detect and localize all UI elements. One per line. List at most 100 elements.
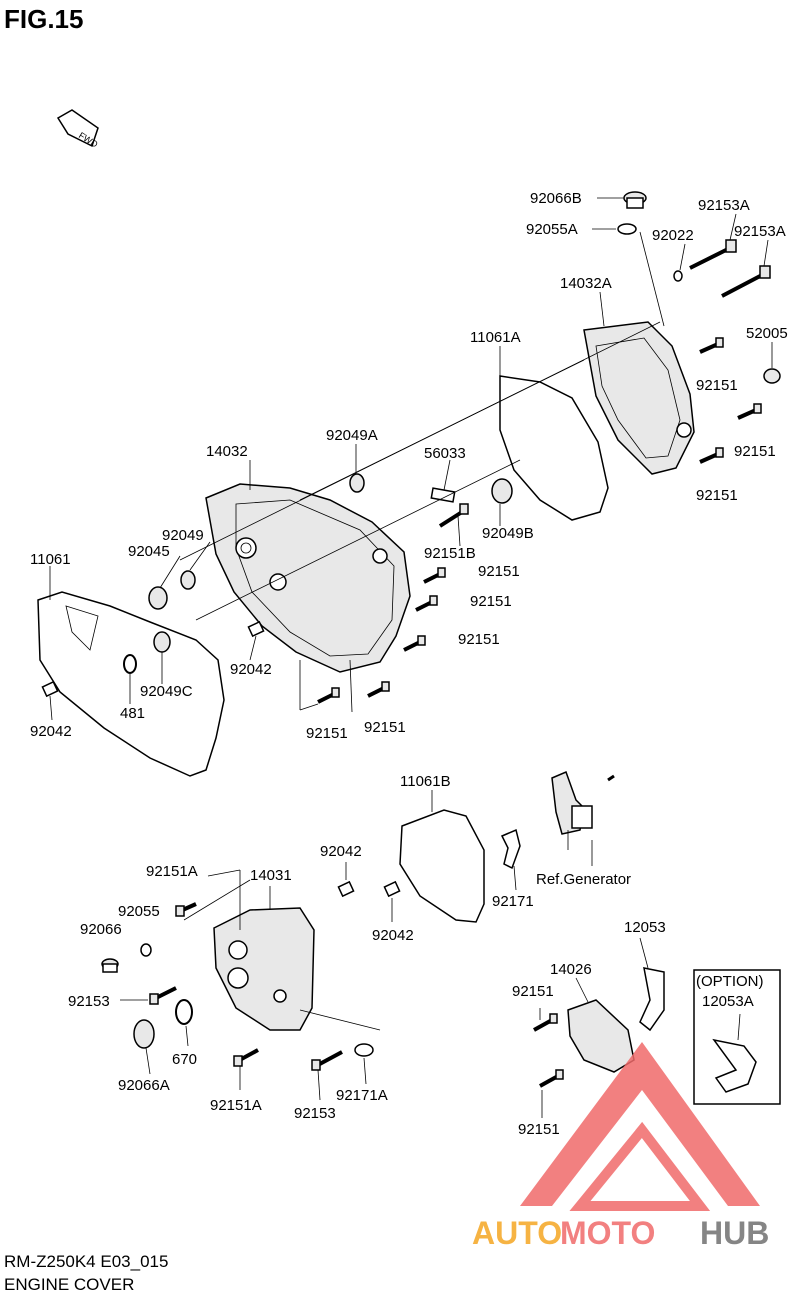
cap-92066A [133,1019,155,1049]
label-92151-b: 92151 [734,443,776,460]
dowel-92042-d [383,880,401,898]
label-14032A: 14032A [560,275,612,292]
label-52005: 52005 [746,325,788,342]
watermark-text-auto: AUTO [472,1215,562,1251]
part-12053 [639,967,665,1032]
washer-92022 [673,270,683,282]
bearing-92045 [148,586,168,610]
bolt-92151-m3 [403,635,426,652]
label-ref-generator: Ref.Generator [536,871,631,888]
label-92153A-1: 92153A [698,197,750,214]
label-92049C: 92049C [140,683,193,700]
seal-92049 [180,570,196,590]
label-92049B: 92049B [482,525,534,542]
label-92055A: 92055A [526,221,578,238]
dowel-92042-b [41,680,59,698]
label-92151B: 92151B [424,545,476,562]
bolt-92153-1 [149,986,177,1005]
bolt-92153A-2 [721,265,771,298]
cover-14032A [583,321,695,475]
label-option: (OPTION) [696,973,764,990]
bolt-92151-ur1 [699,337,724,354]
label-92042-c: 92042 [320,843,362,860]
label-670: 670 [172,1051,197,1068]
watermark-logo: AUTO MOTO HUB [472,1042,769,1251]
label-92049A: 92049A [326,427,378,444]
label-14032: 14032 [206,443,248,460]
plug-92066B [623,191,647,209]
label-92066: 92066 [80,921,122,938]
oring-92055A [617,223,637,235]
figure-code: RM-Z250K4 E03_015 [4,1252,169,1271]
bolt-92151-l1 [533,1013,558,1032]
label-92171: 92171 [492,893,534,910]
fwd-arrow-icon: FWD [56,109,100,150]
label-11061B: 11061B [400,773,451,790]
label-481: 481 [120,705,145,722]
dowel-92042-c [337,880,355,898]
ring-481 [123,654,137,674]
bolt-92151A-2 [233,1048,259,1067]
label-92042-b: 92042 [30,723,72,740]
label-92066A: 92066A [118,1077,170,1094]
label-92151-e: 92151 [470,593,512,610]
figure-title: FIG.15 [4,4,84,34]
plate-92171A [354,1043,374,1057]
bolt-92151-l2 [539,1069,564,1088]
label-92153-2: 92153 [294,1105,336,1122]
watermark-text-hub: HUB [700,1215,769,1251]
label-92151-j: 92151 [518,1121,560,1138]
cover-14031 [213,907,315,1031]
label-92151A-1: 92151A [146,863,198,880]
bolt-92151-ur3 [699,447,724,464]
label-92151-f: 92151 [458,631,500,648]
label-92171A: 92171A [336,1087,388,1104]
figure-name: ENGINE COVER [4,1275,135,1294]
label-92045: 92045 [128,543,170,560]
option-box [693,969,781,1105]
cover-14032 [205,483,411,673]
part-12053A [712,1038,757,1093]
bolt-92151A-1 [175,902,197,917]
label-92151-h: 92151 [364,719,406,736]
bolt-92153-2 [311,1050,343,1071]
part-56033 [430,487,456,503]
gasket-11061A [499,375,609,521]
label-92055: 92055 [118,903,160,920]
cover-14026 [567,999,635,1073]
label-14031: 14031 [250,867,292,884]
gasket-11061 [37,591,225,777]
label-92049: 92049 [162,527,204,544]
label-92153A-2: 92153A [734,223,786,240]
label-92151A-2: 92151A [210,1097,262,1114]
plug-92066 [101,958,119,973]
label-56033: 56033 [424,445,466,462]
dowel-92042-a [247,620,265,638]
label-92151-g: 92151 [306,725,348,742]
label-92022: 92022 [652,227,694,244]
seal-92049B [491,478,513,504]
oring-670 [175,999,193,1025]
watermark-text-moto: MOTO [560,1215,655,1251]
label-92151-i: 92151 [512,983,554,1000]
label-92042-d: 92042 [372,927,414,944]
label-92066B: 92066B [530,190,582,207]
label-92042-a: 92042 [230,661,272,678]
bolt-92153A-1 [689,239,737,270]
label-92153-1: 92153 [68,993,110,1010]
bolt-92151B [438,503,469,528]
oring-92055 [140,943,152,957]
bolt-92151-m1 [423,567,446,584]
bolt-92151-m4 [317,687,340,704]
seal-92049C [153,631,171,653]
label-92151-a: 92151 [696,377,738,394]
label-12053A: 12053A [702,993,754,1010]
bolt-92151-m2 [415,595,438,612]
label-92151-c: 92151 [696,487,738,504]
seal-92049A [349,473,365,493]
label-92151-d: 92151 [478,563,520,580]
bolt-92151-m5 [367,681,390,698]
bolt-92151-ur2 [737,403,762,420]
gasket-11061B [399,809,485,923]
